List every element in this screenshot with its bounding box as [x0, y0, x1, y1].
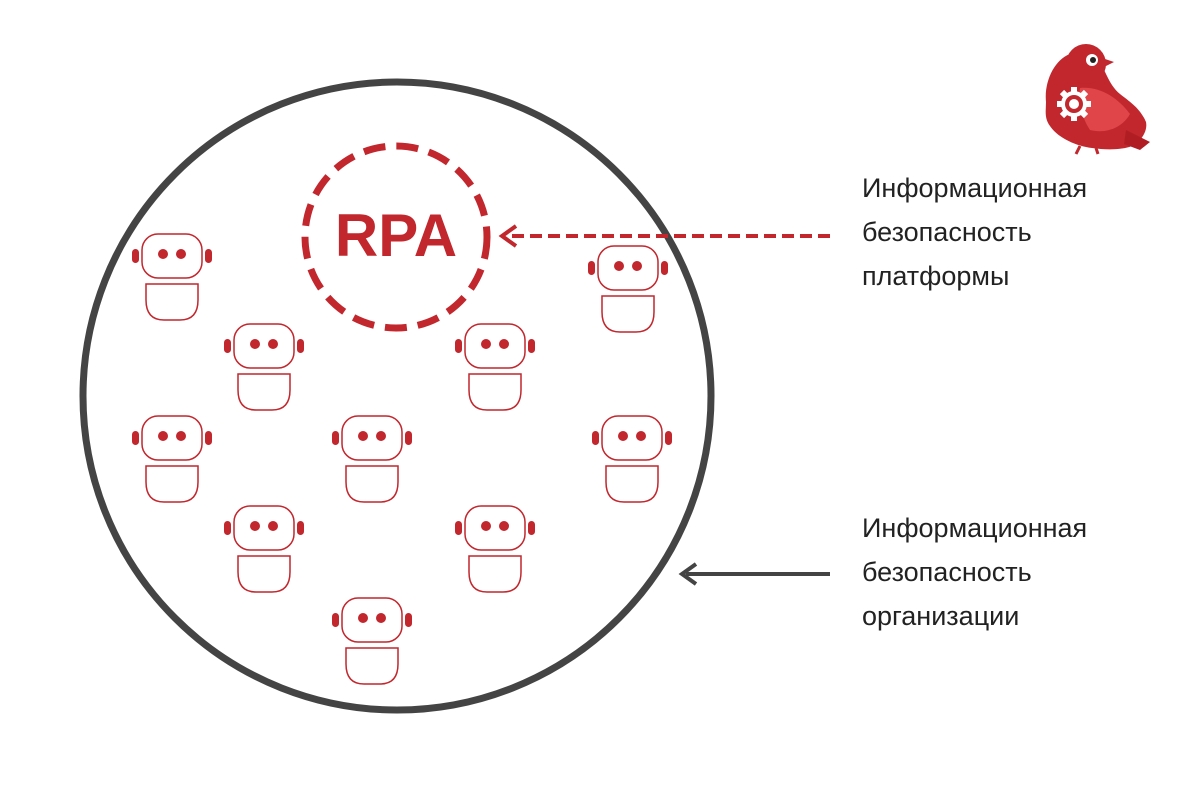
org-label-line-2: безопасность	[862, 557, 1032, 587]
robot-icon	[132, 415, 212, 503]
robot-icon	[332, 415, 412, 503]
platform-label-line-3: платформы	[862, 261, 1010, 291]
robots-group	[132, 233, 672, 685]
platform-arrow	[498, 224, 830, 248]
robot-icon	[592, 415, 672, 503]
robot-icon	[132, 233, 212, 321]
organization-security-label: Информационная безопасность организации	[862, 506, 1087, 638]
rpa-label: RPA	[335, 202, 457, 269]
gear-icon	[1057, 87, 1091, 121]
red-bird-gear-icon	[1045, 44, 1150, 155]
organization-arrow	[678, 562, 830, 586]
robot-icon	[455, 323, 535, 411]
rpa-platform-circle	[301, 142, 491, 332]
platform-label-line-1: Информационная	[862, 173, 1088, 203]
robot-icon	[588, 245, 668, 333]
robot-icon	[455, 505, 535, 593]
platform-label-line-2: безопасность	[862, 217, 1032, 247]
robot-icon	[224, 323, 304, 411]
org-label-line-3: организации	[862, 601, 1020, 631]
organization-circle	[79, 78, 715, 714]
robot-icon	[332, 597, 412, 685]
robot-icon	[224, 505, 304, 593]
platform-security-label: Информационная безопасность платформы	[862, 166, 1087, 298]
org-label-line-1: Информационная	[862, 513, 1088, 543]
